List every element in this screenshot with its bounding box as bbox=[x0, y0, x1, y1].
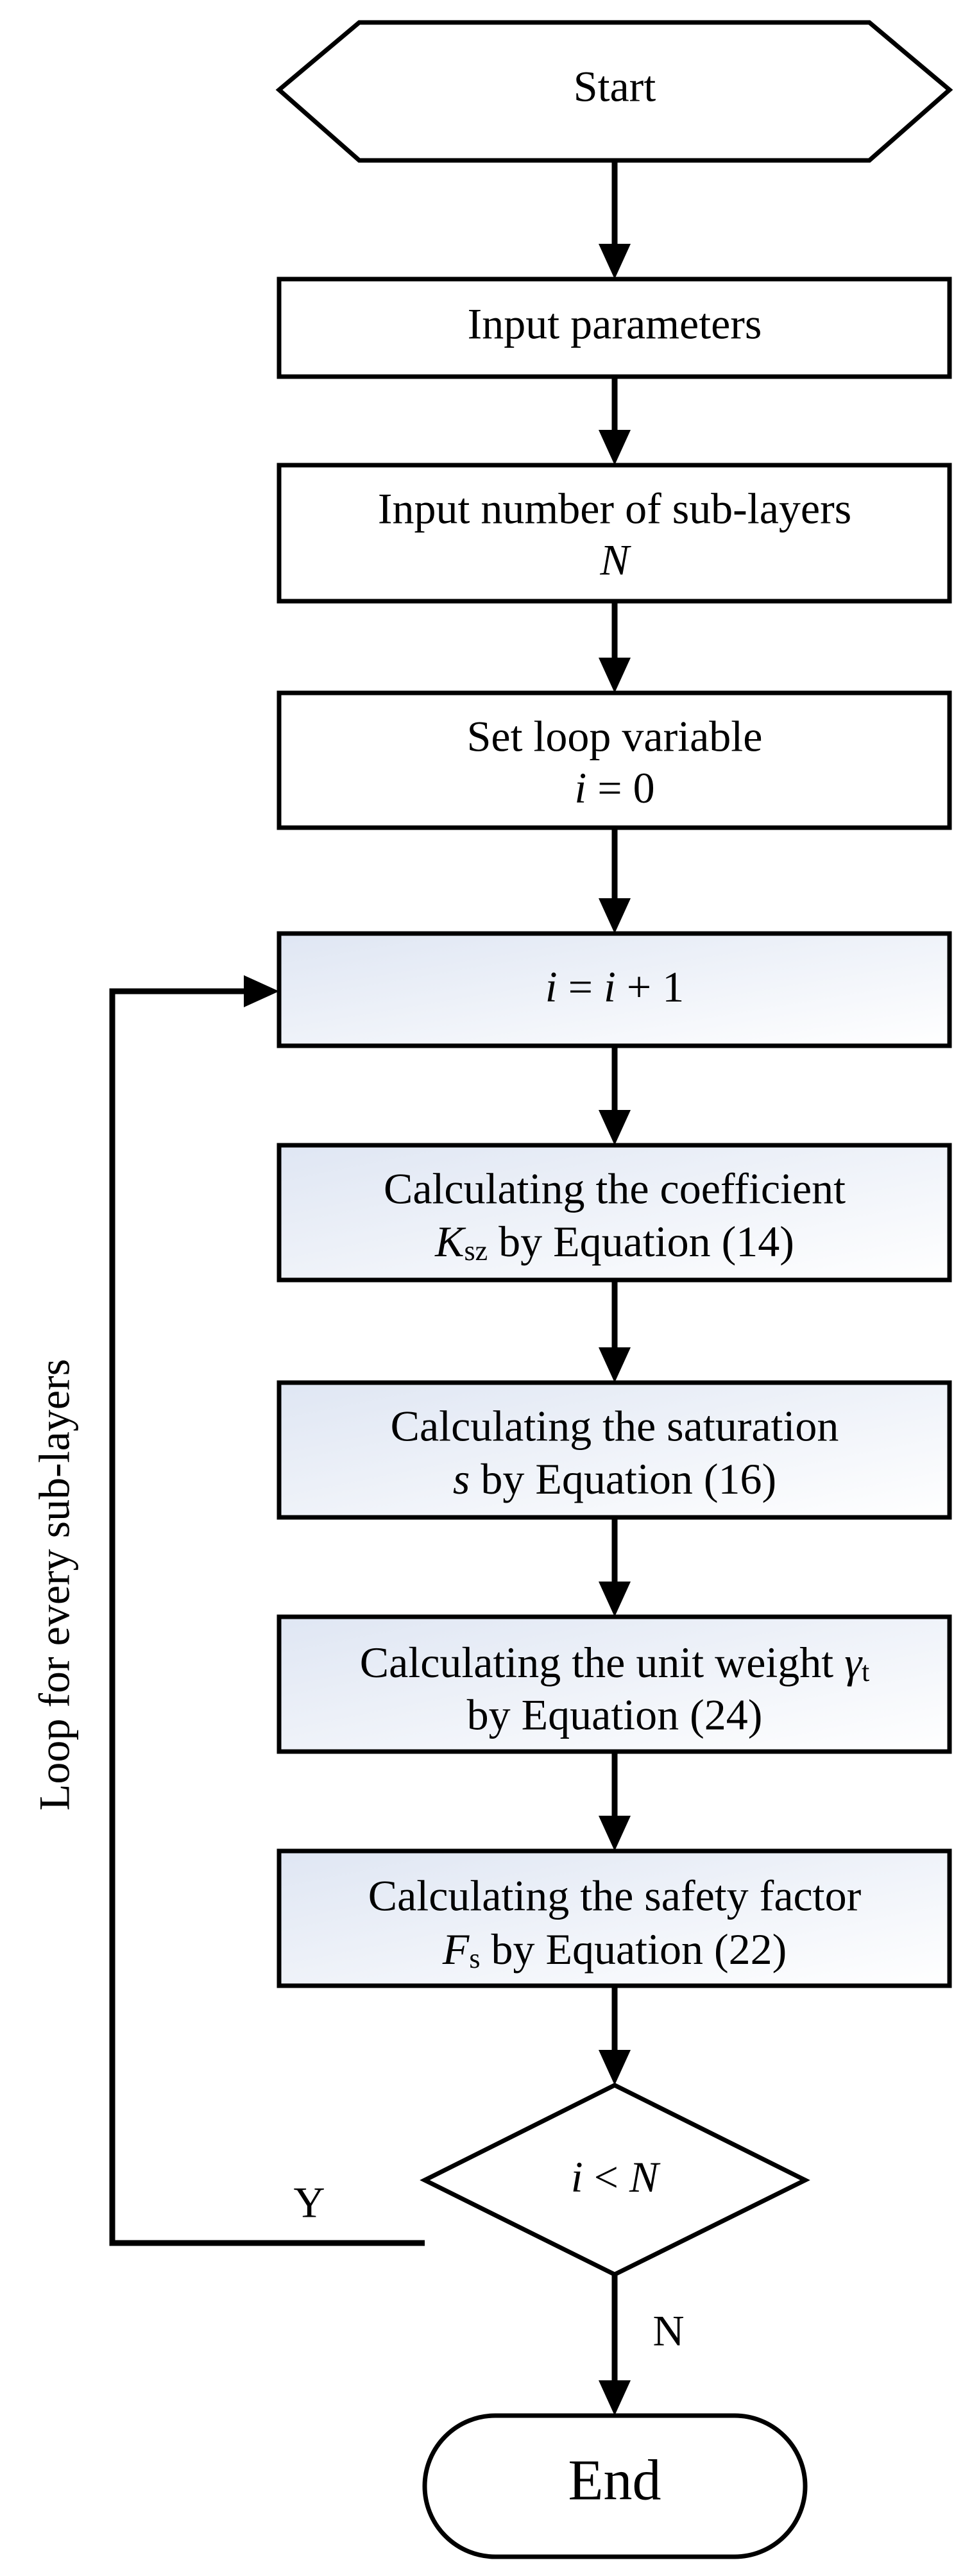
connector-input-sublayers-to-set-loop bbox=[599, 601, 631, 693]
sublayer-count-variable: N bbox=[599, 536, 631, 584]
connector-increment-to-coefficient bbox=[599, 1046, 631, 1145]
start-label: Start bbox=[574, 62, 656, 111]
coefficient-label: Calculating the coefficient bbox=[384, 1164, 846, 1213]
connector-set-loop-to-increment bbox=[599, 828, 631, 934]
coefficient-node: Calculating the coefficient Ksz by Equat… bbox=[277, 1143, 952, 1283]
connector-safety-factor-to-decision bbox=[599, 1986, 631, 2085]
safety-factor-node: Calculating the safety factor Fs by Equa… bbox=[277, 1848, 952, 1988]
unit-weight-node: Calculating the unit weight γt by Equati… bbox=[277, 1614, 952, 1754]
increment-expression: i = i + 1 bbox=[545, 962, 685, 1011]
set-loop-label: Set loop variable bbox=[467, 712, 763, 761]
connector-decision-to-end bbox=[599, 2274, 631, 2416]
connector-unit-weight-to-safety-factor bbox=[599, 1752, 631, 1851]
unit-weight-label: Calculating the unit weight γt bbox=[360, 1638, 869, 1687]
safety-factor-label: Calculating the safety factor bbox=[368, 1872, 862, 1920]
input-sublayers-node: Input number of sub-layers N bbox=[277, 463, 952, 604]
end-label: End bbox=[568, 2449, 661, 2512]
no-branch-label: N bbox=[652, 2307, 684, 2355]
connector-coefficient-to-saturation bbox=[599, 1280, 631, 1383]
saturation-equation: s by Equation (16) bbox=[453, 1454, 776, 1503]
increment-node: i = i + 1 bbox=[277, 931, 952, 1048]
connector-saturation-to-unit-weight bbox=[599, 1517, 631, 1617]
end-node: End bbox=[422, 2413, 808, 2559]
saturation-label: Calculating the saturation bbox=[391, 1402, 839, 1451]
input-parameters-node: Input parameters bbox=[277, 277, 952, 379]
set-loop-node: Set loop variable i = 0 bbox=[277, 690, 952, 830]
decision-node: i < N bbox=[420, 2083, 810, 2277]
loop-label: Loop for every sub-layers bbox=[30, 1359, 79, 1811]
decision-condition: i < N bbox=[571, 2153, 661, 2201]
loop-back-connector bbox=[109, 975, 425, 2246]
saturation-node: Calculating the saturation s by Equation… bbox=[277, 1380, 952, 1520]
yes-branch-label: Y bbox=[293, 2178, 325, 2227]
input-sublayers-label: Input number of sub-layers bbox=[378, 484, 851, 533]
start-node: Start bbox=[275, 20, 953, 163]
set-loop-expression: i = 0 bbox=[574, 763, 654, 812]
unit-weight-equation: by Equation (24) bbox=[467, 1691, 763, 1739]
safety-factor-equation: Fs by Equation (22) bbox=[442, 1925, 787, 1974]
input-parameters-label: Input parameters bbox=[468, 300, 762, 348]
connector-input-parameters-to-input-sublayers bbox=[599, 377, 631, 465]
coefficient-equation: Ksz by Equation (14) bbox=[434, 1217, 794, 1267]
connector-start-to-input-parameters bbox=[599, 160, 631, 279]
